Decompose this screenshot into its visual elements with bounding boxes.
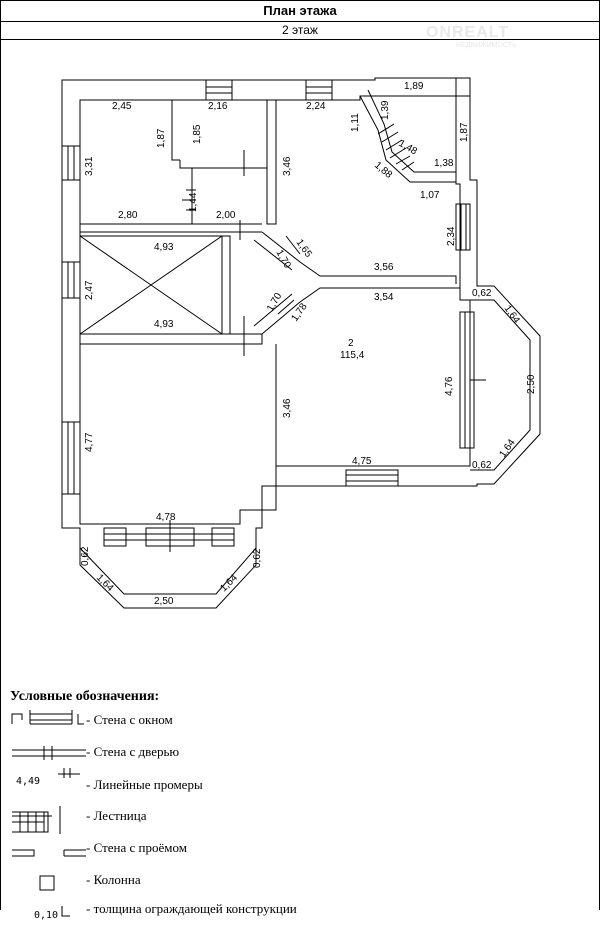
partition-5 — [179, 160, 267, 169]
dim-label: 3,46 — [282, 398, 293, 418]
stair-void-cross — [79, 235, 223, 335]
legend-item-column: - Колонна — [86, 872, 141, 887]
bay-right-inner-2 — [470, 299, 531, 471]
dim-label: 1,65 — [294, 237, 314, 260]
dim-label: 1,64 — [218, 572, 240, 594]
partition-1 — [171, 100, 180, 161]
legend-item-opening: - Стена с проёмом — [86, 840, 187, 855]
dim-label: 1,48 — [397, 138, 420, 157]
legend-item-measure: - Линейные промеры — [86, 777, 203, 792]
corridor-wall-4 — [253, 293, 293, 327]
dim-label: 4,78 — [156, 512, 176, 523]
dim-label: 1,87 — [156, 128, 167, 148]
room-number: 2 — [348, 338, 354, 349]
bay-top-right-inner — [367, 89, 456, 173]
dim-label: 2,50 — [526, 374, 537, 394]
dim-label: 1,64 — [497, 437, 517, 460]
opening-symbol — [12, 849, 86, 857]
dim-label: 1,70 — [273, 248, 292, 271]
window-bay-bottom-3 — [211, 527, 235, 547]
dim-label: 1,85 — [192, 124, 203, 144]
window-bottom-right — [345, 469, 399, 487]
dim-label: 0,62 — [472, 288, 492, 299]
stair-symbol — [12, 806, 61, 834]
dim-label: 3,46 — [282, 156, 293, 176]
dim-label: 0,62 — [80, 546, 91, 566]
watermark-brand: ONREALT — [426, 24, 510, 41]
legend-measure-sample: 4,49 — [16, 776, 40, 787]
bay-bottom — [79, 528, 257, 595]
corridor-wall-1 — [261, 231, 457, 284]
legend-item-wall-window: - Стена с окном — [86, 712, 173, 727]
stair-wall-side — [222, 235, 231, 334]
bay-top-right — [359, 95, 456, 183]
window-top-1 — [205, 79, 233, 101]
window-left-1 — [61, 145, 81, 181]
stair-wall — [80, 333, 263, 345]
legend-title: Условные обозначения: — [10, 689, 160, 704]
column-symbol — [39, 875, 55, 891]
dim-label: 4,93 — [154, 319, 174, 330]
legend-thickness-sample: 0,10 — [34, 910, 58, 921]
dim-label: 3,54 — [374, 292, 394, 303]
dim-label: 4,76 — [444, 376, 455, 396]
windows — [61, 79, 475, 547]
measure-symbol — [58, 768, 80, 778]
column-top-right — [455, 77, 471, 97]
dim-label: 4,93 — [154, 242, 174, 253]
wall-door-symbol — [12, 746, 86, 760]
dim-label: 1,39 — [380, 100, 391, 120]
window-right-1 — [455, 203, 471, 251]
dim-label: 4,77 — [84, 432, 95, 452]
dim-label: 2,80 — [118, 210, 138, 221]
watermark-tagline: НЕДВИЖИМОСТЬ — [456, 42, 517, 49]
legend-symbols: 4,49 0,10 — [11, 710, 86, 921]
dim-label: 2,50 — [154, 596, 174, 607]
dim-label: 2,34 — [446, 226, 457, 246]
legend-item-wall-door: - Стена с дверью — [86, 744, 180, 759]
dim-label: 1,78 — [289, 301, 309, 324]
dim-label: 1,38 — [434, 158, 454, 169]
dim-label: 1,07 — [420, 190, 440, 201]
dim-label: 1,89 — [404, 81, 424, 92]
dim-label: 2,16 — [208, 101, 228, 112]
corridor-wall-3 — [261, 287, 460, 335]
window-top-2 — [305, 79, 333, 101]
dim-label: 2,47 — [84, 280, 95, 300]
dim-label: 1,64 — [94, 572, 116, 594]
dim-label: 0,62 — [252, 548, 263, 568]
dim-label: 1,64 — [502, 303, 522, 326]
legend-item-thickness: - толщина ограждающей конструкции — [86, 901, 297, 916]
dim-label: 2,45 — [112, 101, 132, 112]
dim-label: 1,44 — [188, 192, 199, 212]
wall-window-symbol — [11, 710, 84, 725]
legend-item-stair: - Лестница — [86, 808, 147, 823]
window-left-2 — [61, 261, 81, 299]
door-marks — [169, 150, 486, 552]
corridor-wall-2 — [253, 239, 293, 271]
dim-label: 2,00 — [216, 210, 236, 221]
dim-label: 0,62 — [472, 460, 492, 471]
dim-label: 2,24 — [306, 101, 326, 112]
dim-label: 4,75 — [352, 456, 372, 467]
thickness-symbol — [61, 906, 70, 917]
window-left-3 — [61, 421, 81, 495]
room-area: 115,4 — [340, 350, 365, 361]
dim-label: 3,56 — [374, 262, 394, 273]
window-bay-bottom-1 — [103, 527, 127, 547]
watermark-logo: ONREALT НЕДВИЖИМОСТЬ — [426, 24, 517, 49]
outer-wall — [61, 77, 541, 609]
dim-label: 1,11 — [350, 113, 361, 132]
partition-2 — [266, 100, 277, 225]
dim-label: 1,88 — [372, 160, 394, 181]
dim-label: 1,87 — [459, 122, 470, 142]
stair-steps — [377, 123, 415, 171]
dim-label: 3,31 — [84, 156, 95, 176]
